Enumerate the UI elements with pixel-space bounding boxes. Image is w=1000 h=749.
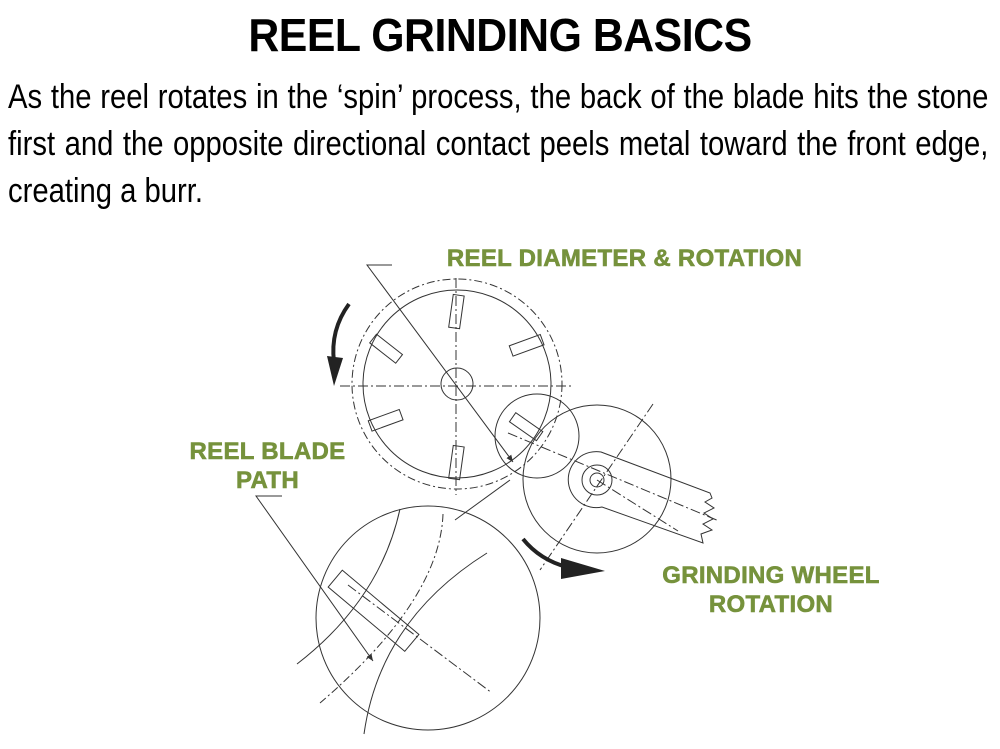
label-reel-blade-path-line2: PATH: [236, 467, 299, 495]
reel-blade: [448, 444, 465, 481]
reel-assembly: [340, 264, 572, 495]
grinding-rotation-arrow: [521, 537, 605, 579]
grinding-axis-line: [507, 432, 720, 522]
reel-arc-inner: [296, 508, 401, 665]
reel-blade: [448, 293, 465, 330]
grinding-arc: [363, 552, 488, 735]
blade-path-detail: [255, 479, 541, 735]
grinding-axis-line-2: [596, 479, 679, 532]
grinding-wheel-assembly: [507, 403, 720, 571]
blade-path-detail-circle: [315, 505, 541, 731]
grinding-rotation-arrowhead-icon: [561, 558, 605, 579]
label-grinding-line1: GRINDING WHEEL: [662, 562, 880, 590]
blade-path-leader: [255, 495, 374, 662]
reel-rotation-arrow: [327, 302, 351, 386]
label-reel-blade-path: REEL BLADE PATH: [170, 437, 365, 495]
label-reel-diameter-rotation: REEL DIAMETER & ROTATION: [446, 245, 803, 273]
detail-connector-line: [454, 479, 511, 521]
slide-title: REEL GRINDING BASICS: [248, 9, 752, 61]
reel-inner-circle: [362, 289, 552, 479]
reel-blade: [508, 333, 545, 357]
reel-hub: [440, 367, 474, 401]
reel-blade: [508, 412, 544, 442]
slide-body-text: As the reel rotates in the ‘spin’ proces…: [8, 78, 989, 210]
contact-detail-circle: [494, 393, 580, 479]
detail-centerline: [347, 584, 493, 694]
reel-rotation-arrowhead-icon: [327, 356, 343, 386]
grinding-arm: [567, 451, 715, 544]
label-grinding-wheel-rotation: GRINDING WHEEL ROTATION: [636, 561, 906, 619]
grinding-vertical-centerline: [539, 403, 654, 571]
grinding-hub-inner: [589, 472, 605, 488]
grinding-hub-outer: [581, 464, 613, 496]
label-reel-blade-path-line1: REEL BLADE: [189, 438, 346, 466]
grinding-wheel-circle: [522, 404, 672, 554]
reel-blade: [368, 333, 404, 364]
label-grinding-line2: ROTATION: [708, 591, 834, 619]
reel-diameter-leader: [366, 264, 514, 463]
reel-outer-path-circle: [351, 278, 563, 490]
reel-blade: [367, 408, 404, 432]
detail-blade: [327, 569, 420, 653]
reel-arc-outer: [319, 513, 444, 704]
